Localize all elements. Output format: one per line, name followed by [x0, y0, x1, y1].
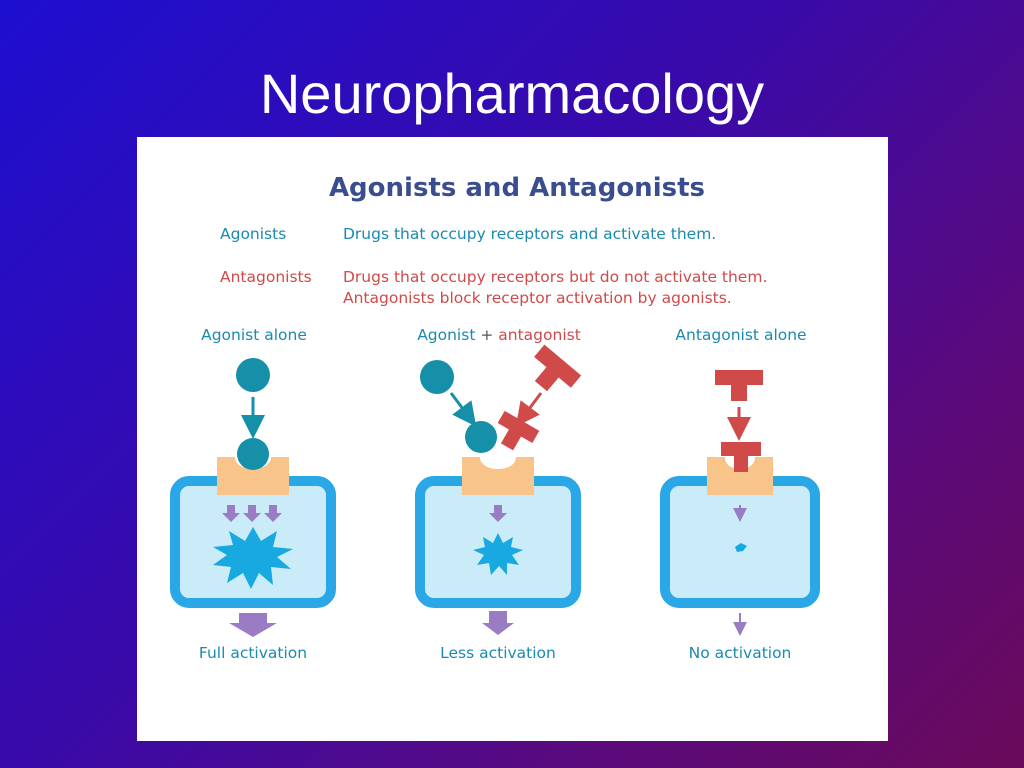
- result-full-activation: Full activation: [198, 644, 308, 662]
- receptor: [462, 457, 534, 495]
- no-activation-dot: [735, 543, 747, 552]
- receptor: [707, 457, 773, 495]
- output-arrow-large: [229, 613, 277, 637]
- antagonists-definition-line-2: Antagonists block receptor activation by…: [343, 289, 732, 307]
- antagonist-molecule: [715, 370, 763, 401]
- receptor: [217, 457, 289, 495]
- slide-title: Neuropharmacology: [259, 62, 765, 125]
- figure-heading: Agonists and Antagonists: [328, 173, 705, 203]
- result-less-activation: Less activation: [440, 644, 556, 662]
- antagonist-in-receptor: [721, 442, 761, 472]
- signal-arrows: [222, 505, 282, 522]
- result-no-activation: No activation: [688, 644, 792, 662]
- antagonist-arrow: [515, 392, 543, 427]
- agonists-definition: Drugs that occupy receptors and activate…: [343, 225, 717, 243]
- agonist-molecule: [236, 358, 270, 392]
- panel-antagonist-alone: [660, 370, 820, 636]
- antagonists-term: Antagonists: [220, 268, 312, 286]
- signal-arrow: [489, 505, 507, 522]
- figure-panel: Agonists and Antagonists Agonists Drugs …: [137, 137, 888, 741]
- bound-agonist: [237, 438, 269, 470]
- panel-agonist-plus-antagonist: [415, 344, 582, 635]
- output-arrow-medium: [482, 611, 514, 635]
- agonist-molecule: [420, 360, 454, 394]
- agonist-at-receptor: [465, 421, 497, 453]
- diagram-art: [170, 344, 820, 637]
- agonist-arrow: [449, 392, 477, 427]
- agonists-term: Agonists: [220, 225, 287, 243]
- panel-agonist-alone: [170, 358, 336, 637]
- full-activation-burst: [213, 527, 293, 589]
- antagonist-molecule: [534, 344, 582, 392]
- label-agonist-plus-antagonist: Agonist + antagonist: [384, 326, 614, 344]
- label-antagonist-alone: Antagonist alone: [675, 326, 807, 344]
- label-agonist: Agonist: [417, 326, 476, 344]
- label-agonist-alone: Agonist alone: [201, 326, 307, 344]
- less-activation-burst: [473, 533, 523, 575]
- cell: [660, 476, 820, 608]
- label-antagonist: antagonist: [498, 326, 581, 344]
- antagonists-definition-line-1: Drugs that occupy receptors but do not a…: [343, 268, 768, 286]
- antagonist-at-receptor: [497, 410, 540, 451]
- label-plus: +: [480, 326, 494, 344]
